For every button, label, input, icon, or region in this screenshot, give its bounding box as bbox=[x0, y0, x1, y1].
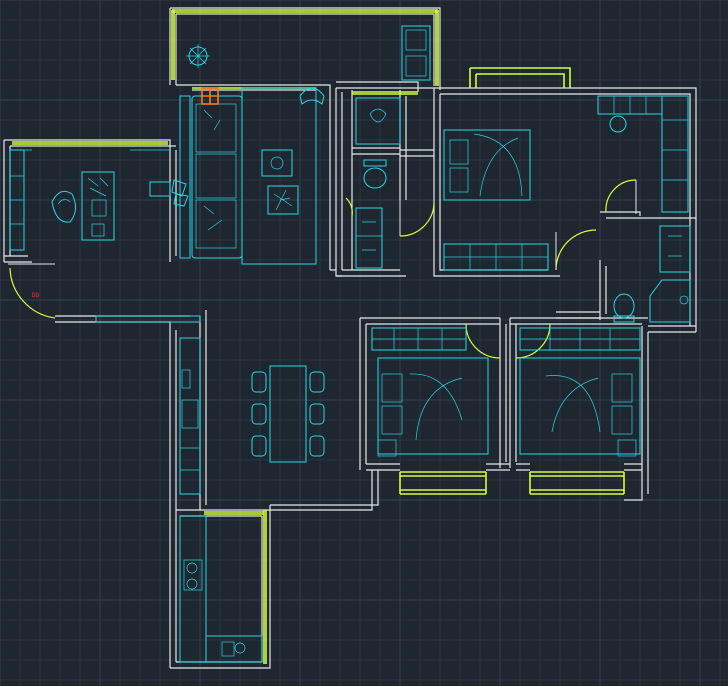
annotation-label: DD bbox=[32, 292, 40, 299]
dining-chairs bbox=[251, 371, 325, 457]
doors bbox=[8, 179, 637, 359]
plant-icon bbox=[186, 44, 210, 68]
exterior-walls bbox=[3, 7, 697, 669]
selection-grip-icon[interactable] bbox=[201, 87, 219, 105]
windows bbox=[12, 9, 625, 664]
furniture bbox=[9, 25, 691, 663]
